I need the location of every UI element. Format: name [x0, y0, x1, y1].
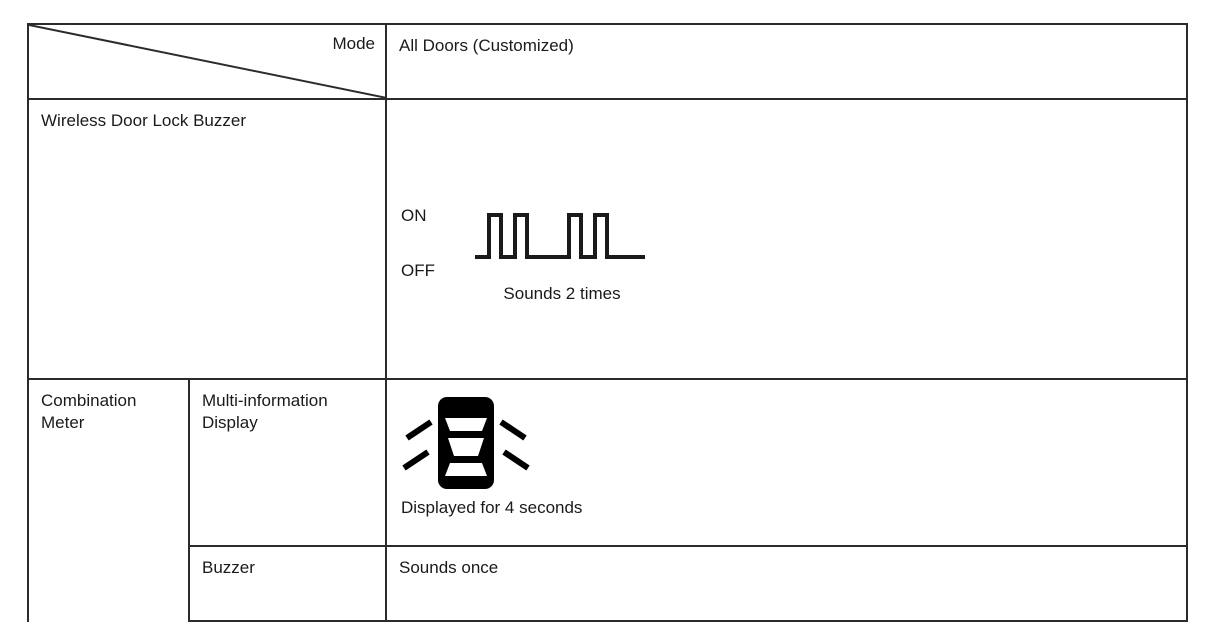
vehicle-door-lock-indicator-icon: [402, 397, 530, 489]
waveform-on-label: ON: [401, 206, 427, 225]
multi-information-display-label: Multi-information Display: [202, 391, 328, 432]
header-corner-cell: Mode: [29, 25, 387, 98]
wireless-buzzer-label: Wireless Door Lock Buzzer: [41, 111, 247, 130]
table-row-wireless-door-lock-buzzer: Wireless Door Lock Buzzer ON OFF Sounds …: [29, 100, 1186, 380]
meter-buzzer-value: Sounds once: [399, 558, 499, 577]
multi-information-display-label-cell: Multi-information Display: [190, 380, 387, 545]
diagonal-divider: [29, 25, 385, 98]
multi-information-display-value-cell: Displayed for 4 seconds: [387, 380, 1186, 545]
waveform-caption: Sounds 2 times: [503, 284, 621, 303]
header-mode-value-cell: All Doors (Customized): [387, 25, 1186, 98]
wireless-buzzer-label-cell: Wireless Door Lock Buzzer: [29, 100, 387, 378]
display-icon-block: Displayed for 4 seconds: [401, 394, 821, 524]
table-row-multi-information-display: Multi-information Display: [29, 380, 1186, 547]
table-header-row: Mode All Doors (Customized): [29, 25, 1186, 100]
display-icon-caption: Displayed for 4 seconds: [401, 498, 583, 517]
header-mode-label: Mode: [332, 34, 375, 53]
combination-meter-label: Combination Meter: [41, 391, 137, 432]
buzzer-waveform-diagram: ON OFF Sounds 2 times: [401, 205, 701, 325]
meter-buzzer-label-cell: Buzzer: [190, 547, 387, 622]
wireless-buzzer-value-cell: ON OFF Sounds 2 times: [387, 100, 1186, 378]
waveform-off-label: OFF: [401, 261, 435, 280]
waveform-pulse-trace: [475, 213, 645, 259]
combination-meter-label-cell: Combination Meter: [29, 380, 190, 622]
meter-buzzer-value-cell: Sounds once: [387, 547, 1186, 622]
meter-buzzer-label: Buzzer: [202, 558, 255, 577]
header-mode-value: All Doors (Customized): [399, 36, 574, 55]
table-row-meter-buzzer: Buzzer Sounds once: [29, 547, 1186, 622]
specification-table: Mode All Doors (Customized) Wireless Doo…: [27, 23, 1188, 622]
